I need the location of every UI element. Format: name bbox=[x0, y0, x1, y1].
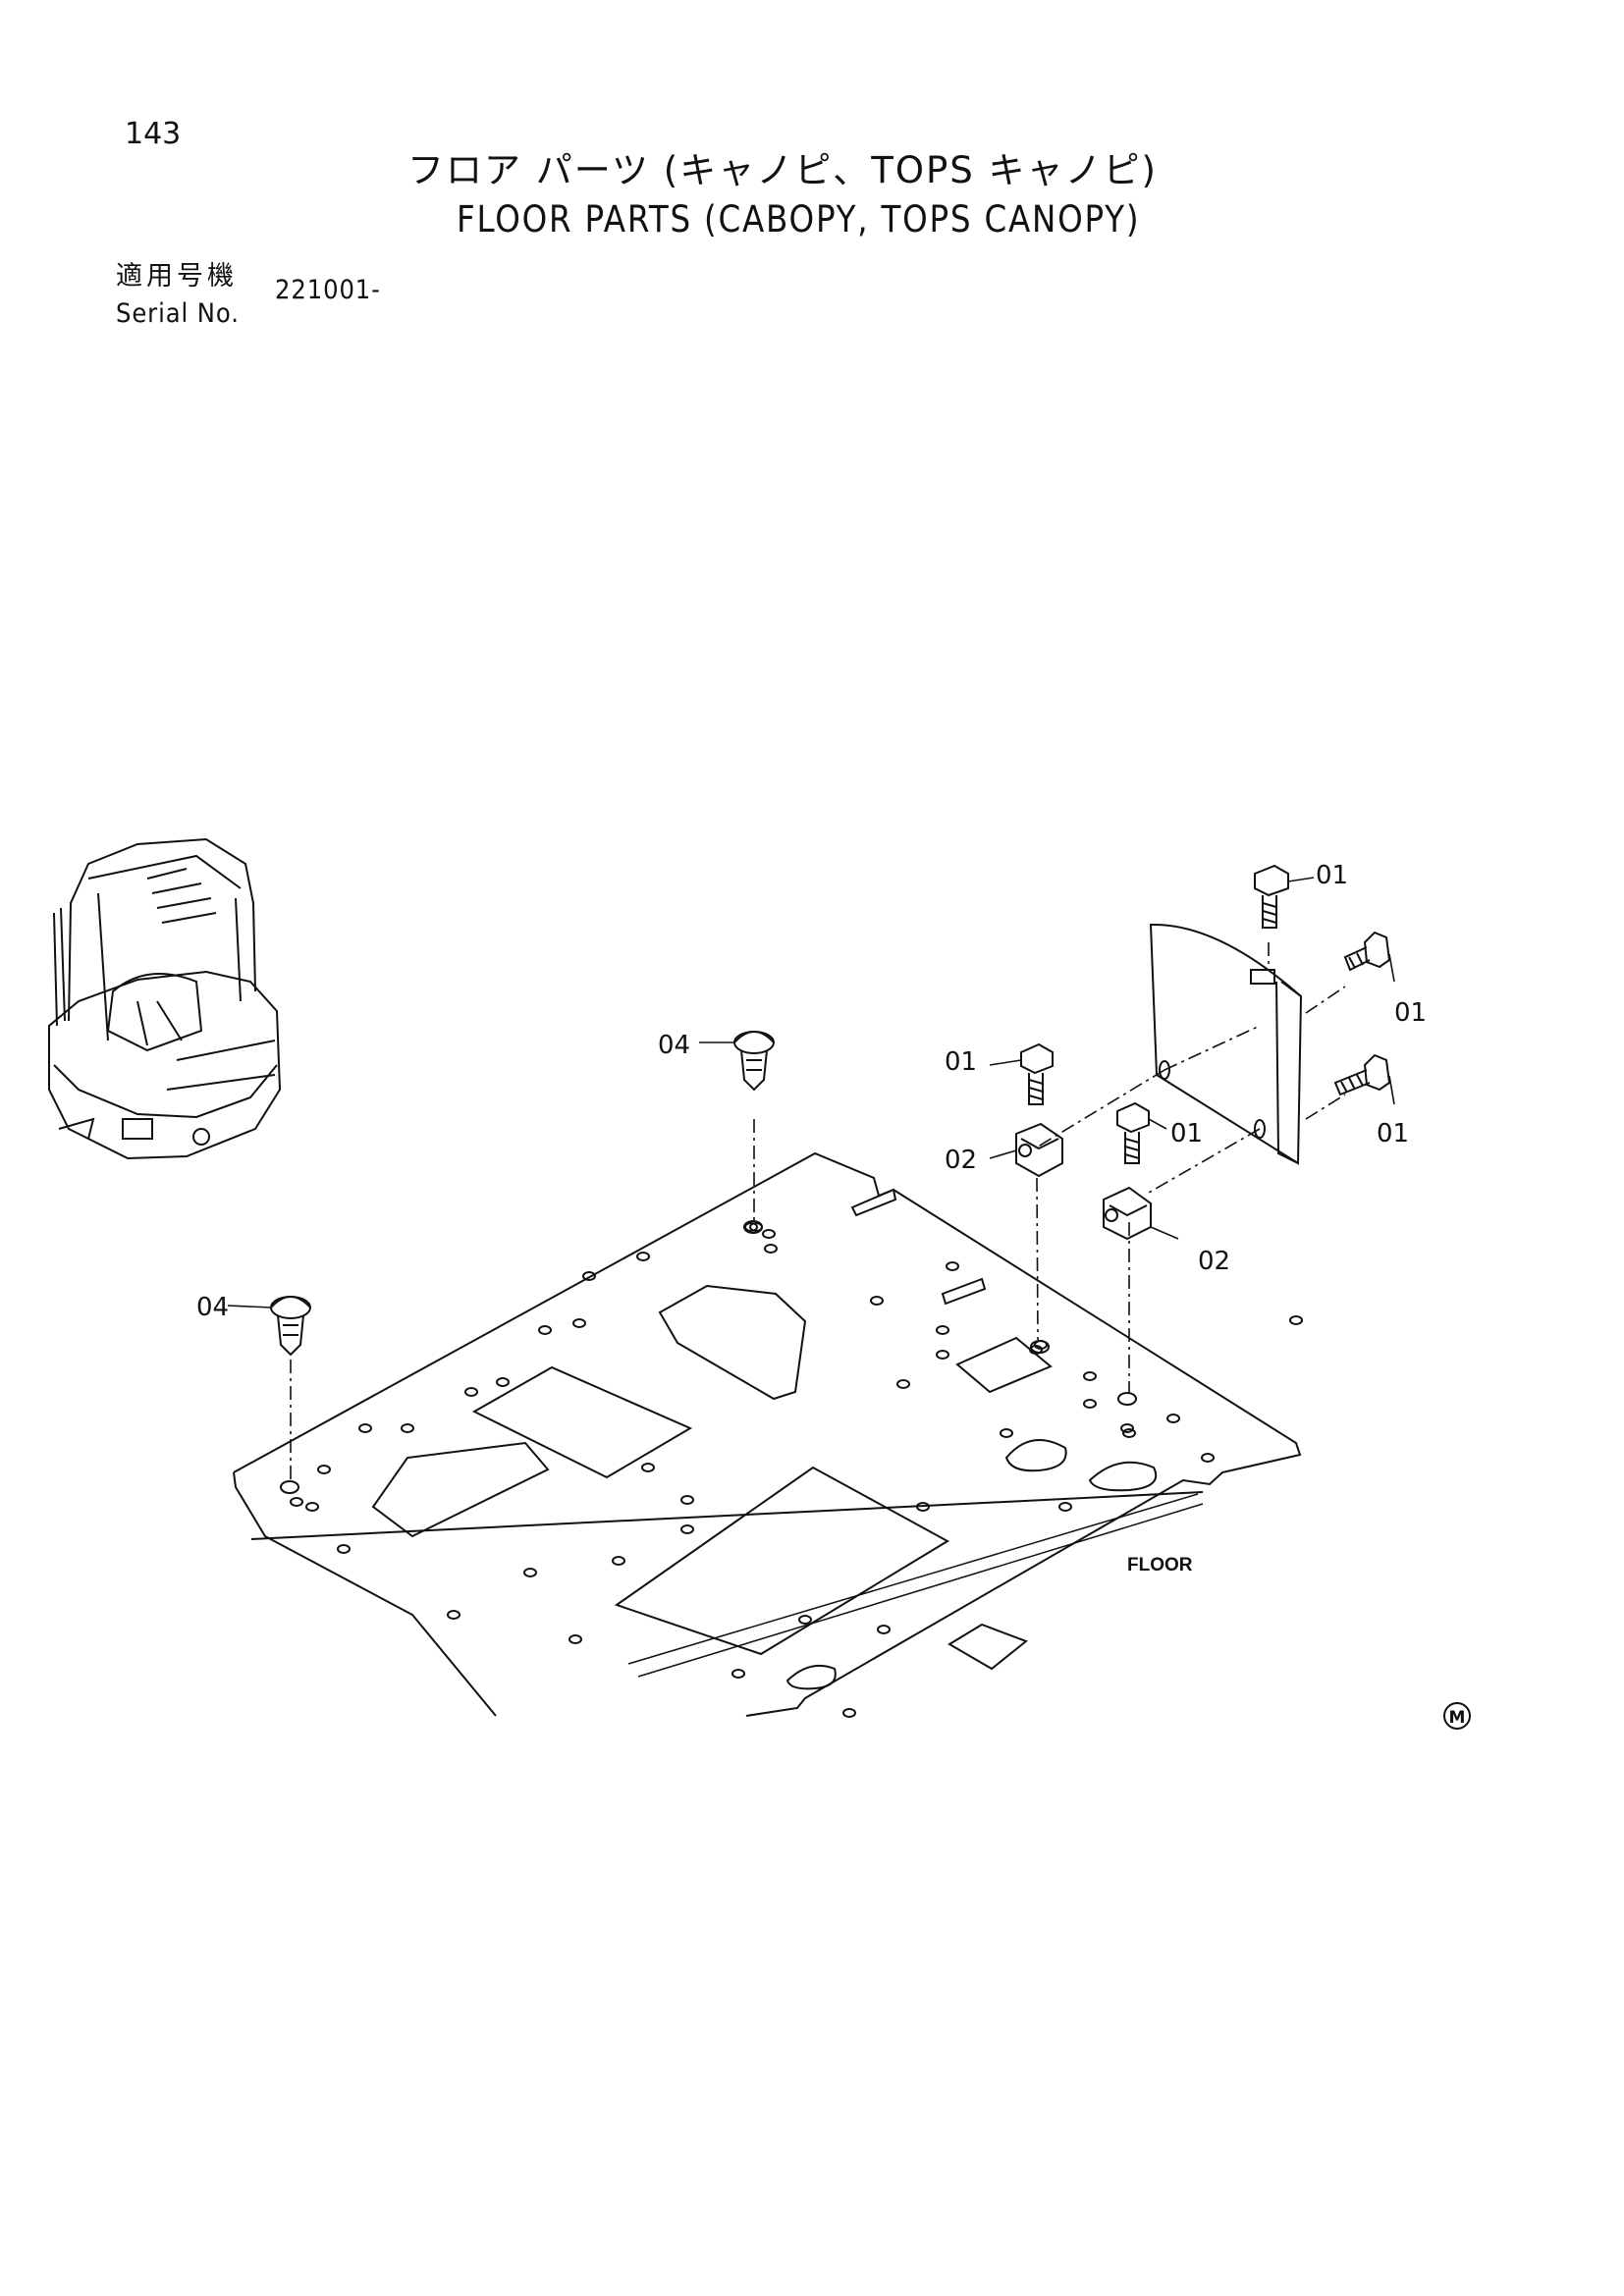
bracket-nut-02-left bbox=[1015, 1122, 1063, 1178]
serial-label-english: Serial No. bbox=[116, 298, 240, 329]
bolt-01-right-upper bbox=[1343, 931, 1391, 972]
circled-m-mark: M bbox=[1443, 1702, 1471, 1730]
riser-bracket bbox=[1149, 923, 1303, 1165]
bolt-01-top bbox=[1254, 864, 1289, 929]
callout-labels: 01 01 01 01 01 02 02 04 04 FLOOR bbox=[196, 861, 1427, 1575]
bolt-01-right-lower bbox=[1333, 1053, 1391, 1096]
mounting-holes bbox=[290, 1222, 1303, 1718]
callout-part-02: 02 bbox=[1198, 1247, 1230, 1276]
clip-04-upper bbox=[733, 1031, 775, 1092]
bolt-01-middle bbox=[1116, 1101, 1150, 1164]
callout-part-01: 01 bbox=[1170, 1119, 1203, 1148]
mark-letter: M bbox=[1449, 1708, 1466, 1728]
clip-04-lower bbox=[270, 1296, 311, 1357]
page-number: 143 bbox=[125, 117, 182, 151]
page-title-english: FLOOR PARTS (CABOPY, TOPS CANOPY) bbox=[457, 198, 1141, 240]
serial-number-value: 221001- bbox=[275, 275, 381, 305]
callout-part-02: 02 bbox=[945, 1146, 977, 1175]
page-title-japanese: フロア パーツ (キャノピ、TOPS キャノピ) bbox=[407, 149, 1158, 191]
callout-part-01: 01 bbox=[1394, 998, 1427, 1028]
callout-part-01: 01 bbox=[1377, 1119, 1409, 1148]
bolt-01-left bbox=[1020, 1042, 1054, 1105]
assembly-lines bbox=[290, 942, 1346, 1482]
serial-label-japanese: 適用号機 bbox=[116, 261, 238, 292]
floor-plate bbox=[233, 1151, 1303, 1718]
callout-leaders bbox=[227, 877, 1395, 1308]
callout-part-01: 01 bbox=[945, 1047, 977, 1077]
callout-part-01: 01 bbox=[1316, 861, 1348, 890]
callout-part-04: 04 bbox=[196, 1293, 229, 1322]
floor-label: FLOOR bbox=[1127, 1555, 1193, 1575]
excavator-thumbnail bbox=[48, 837, 282, 1160]
callout-part-04: 04 bbox=[658, 1031, 690, 1060]
bracket-nut-02-right bbox=[1103, 1186, 1152, 1241]
